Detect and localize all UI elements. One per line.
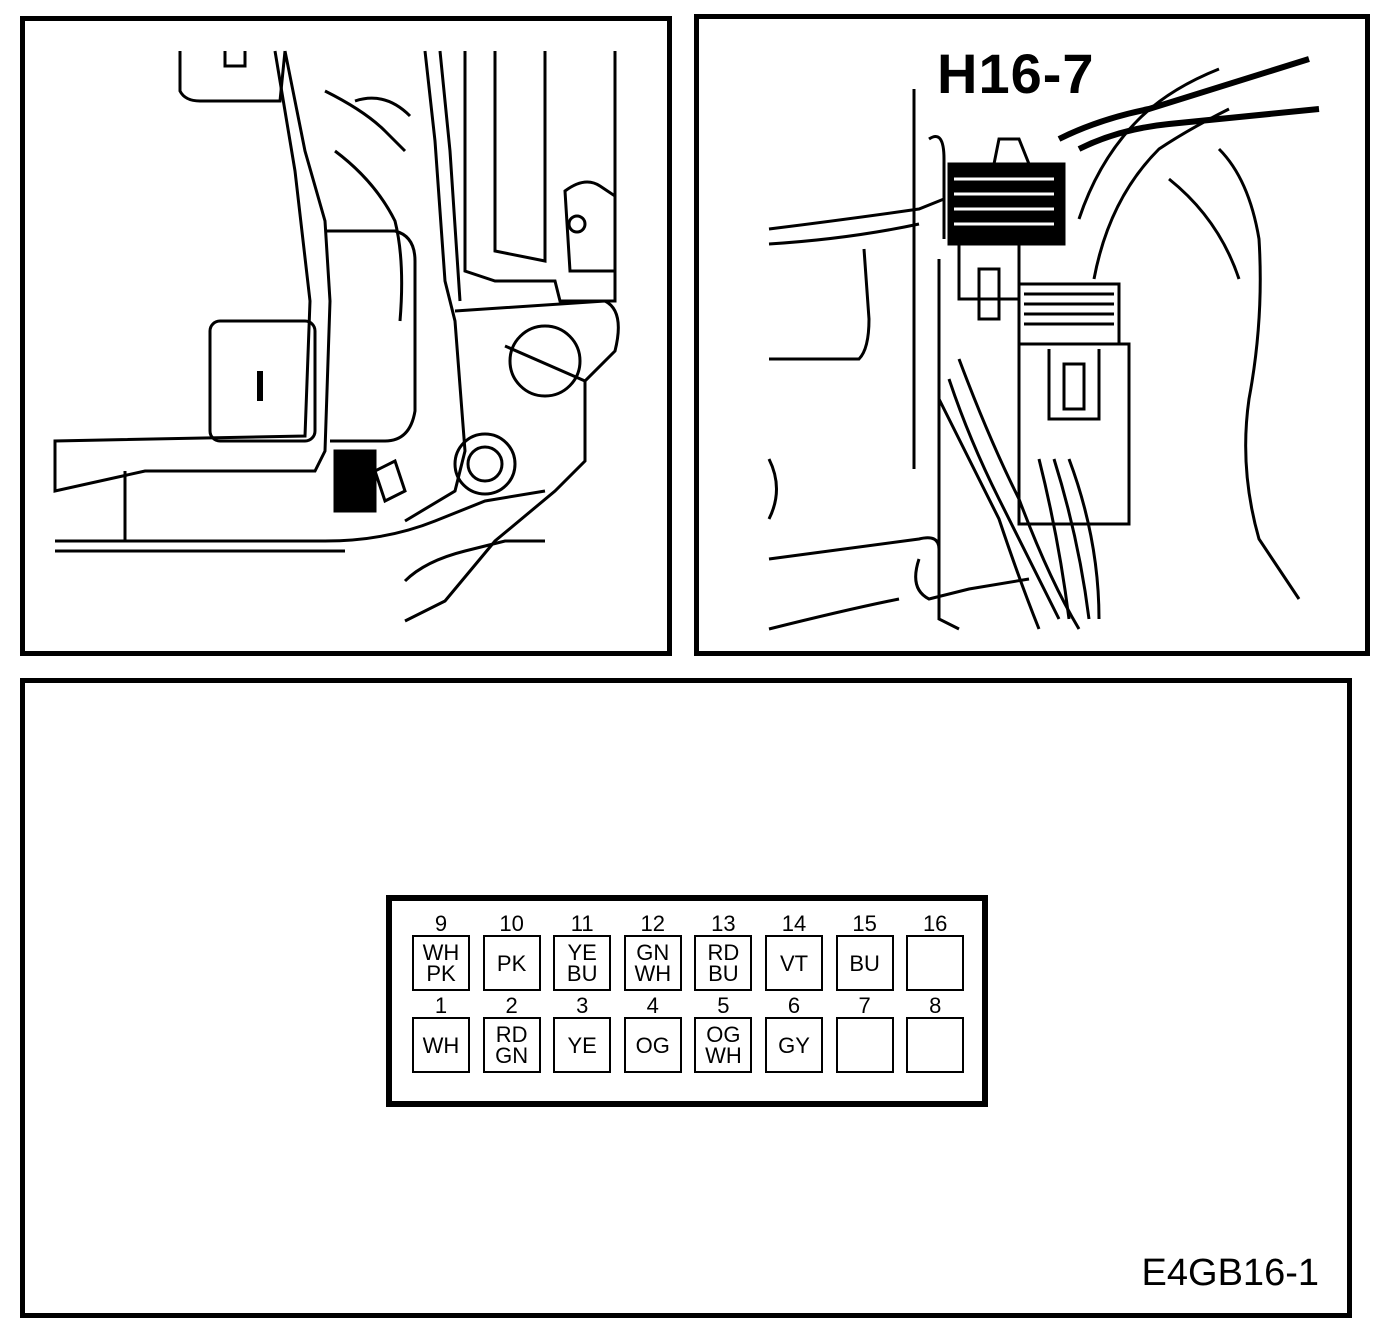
- pin-number: 11: [570, 911, 594, 936]
- pin-wire-color: WH PK: [412, 935, 470, 991]
- pin-number: 8: [929, 993, 942, 1018]
- pin-wire-color: YE BU: [553, 935, 612, 991]
- pin-number: 6: [787, 993, 801, 1018]
- pin-wire-color: [906, 935, 965, 991]
- pin-wire-color: YE: [553, 1017, 612, 1073]
- pin-wire-color: BU: [835, 935, 894, 991]
- pin-number: 10: [499, 911, 524, 936]
- pin-wire-color: [835, 1017, 894, 1073]
- connector-pin: 8: [906, 993, 965, 1073]
- pin-wire-color: GY: [765, 1017, 823, 1073]
- figure-code: E4GB16-1: [1141, 1252, 1319, 1294]
- pin-number: 13: [711, 911, 736, 936]
- pin-number: 12: [640, 911, 666, 936]
- pin-number: 16: [922, 911, 948, 936]
- pin-wire-color: PK: [482, 935, 541, 991]
- pin-number: 3: [576, 993, 589, 1018]
- pin-number: 14: [781, 911, 807, 936]
- pin-number: 9: [434, 911, 448, 936]
- connector-id-label: H16-7: [937, 42, 1095, 105]
- pin-wire-color: RD BU: [694, 935, 753, 991]
- pin-number: 5: [717, 993, 730, 1018]
- harness-connector-drawing: [767, 56, 1320, 631]
- connector-pin: 16: [906, 911, 965, 991]
- connector-pin: 7: [835, 993, 894, 1073]
- location-illustration-panel: [20, 16, 672, 656]
- pin-wire-color: [906, 1017, 965, 1073]
- pin-wire-color: OG: [623, 1017, 682, 1073]
- pin-number: 2: [505, 993, 518, 1018]
- pin-wire-color: VT: [765, 935, 823, 991]
- pin-wire-color: OG WH: [694, 1017, 753, 1073]
- pin-wire-color: RD GN: [482, 1017, 541, 1073]
- connector-location-panel: H16-7: [694, 14, 1370, 656]
- vehicle-interior-drawing: [53, 50, 620, 623]
- pin-wire-color: WH: [412, 1017, 470, 1073]
- pin-wire-color: GN WH: [623, 935, 682, 991]
- pin-number: 1: [434, 993, 448, 1018]
- pin-number: 15: [852, 911, 877, 936]
- pin-number: 4: [646, 993, 659, 1018]
- pin-number: 7: [858, 993, 871, 1018]
